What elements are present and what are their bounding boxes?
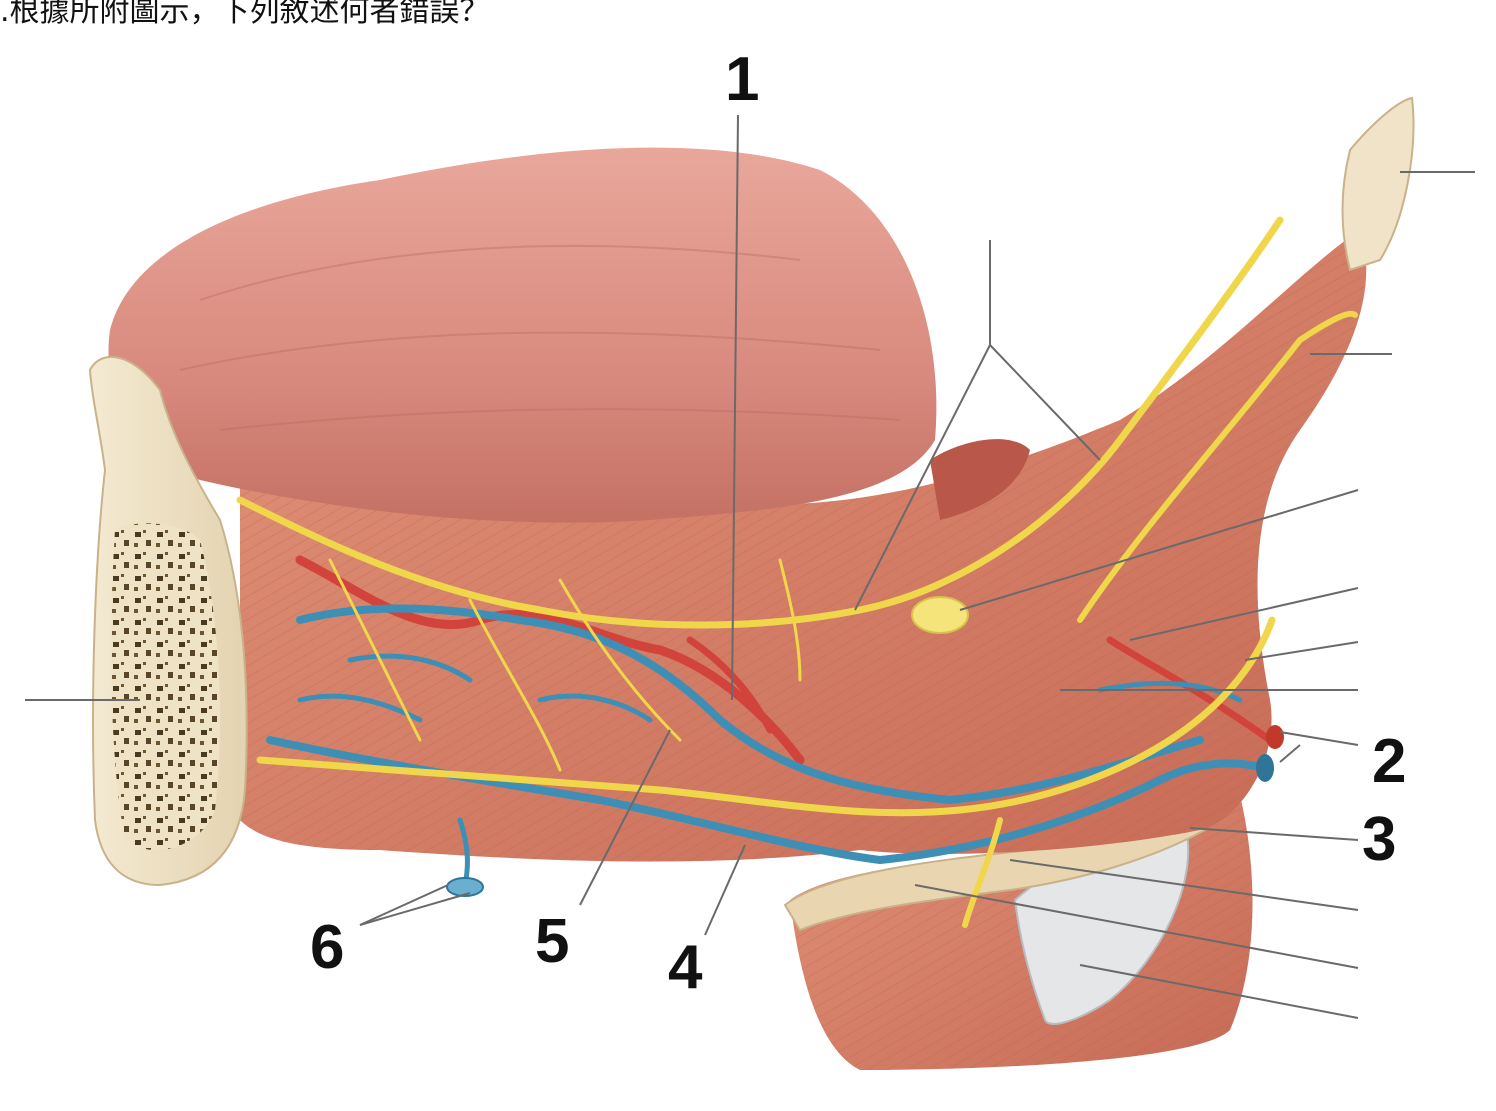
tongue-texture bbox=[179, 244, 901, 431]
lateral-muscle-fibers bbox=[240, 230, 1367, 862]
callout-3: 3 bbox=[1362, 805, 1396, 874]
question-caption: .根據所附圖示，下列敘述何者錯誤？ bbox=[0, 0, 490, 29]
sublingual-vein-stump bbox=[446, 877, 484, 897]
callout-6: 6 bbox=[310, 913, 344, 982]
vein-branches bbox=[297, 653, 1243, 888]
callout-2: 2 bbox=[1372, 727, 1406, 796]
lingual-nerve bbox=[236, 216, 1284, 629]
glossopharyngeal-nerve bbox=[1077, 310, 1358, 623]
deep-lingual-vein bbox=[296, 604, 1204, 805]
artery-stump-right bbox=[1266, 725, 1284, 749]
vessel-stump-right bbox=[1256, 754, 1274, 782]
submandibular-ganglion bbox=[911, 596, 969, 634]
deep-lingual-artery bbox=[686, 636, 1274, 744]
palatoglossus bbox=[930, 439, 1030, 520]
callout-1: 1 bbox=[725, 45, 759, 114]
nerve-branches bbox=[328, 558, 802, 772]
callout-4: 4 bbox=[668, 933, 703, 1002]
cancellous-bone bbox=[111, 523, 220, 850]
ansa-cervicalis bbox=[962, 817, 1003, 928]
hypoglossal-nerve bbox=[256, 616, 1276, 817]
callout-5: 5 bbox=[535, 907, 569, 976]
styloid-process bbox=[1341, 96, 1415, 272]
tongue-dorsum bbox=[108, 147, 937, 523]
leader-lines bbox=[25, 114, 1475, 1019]
